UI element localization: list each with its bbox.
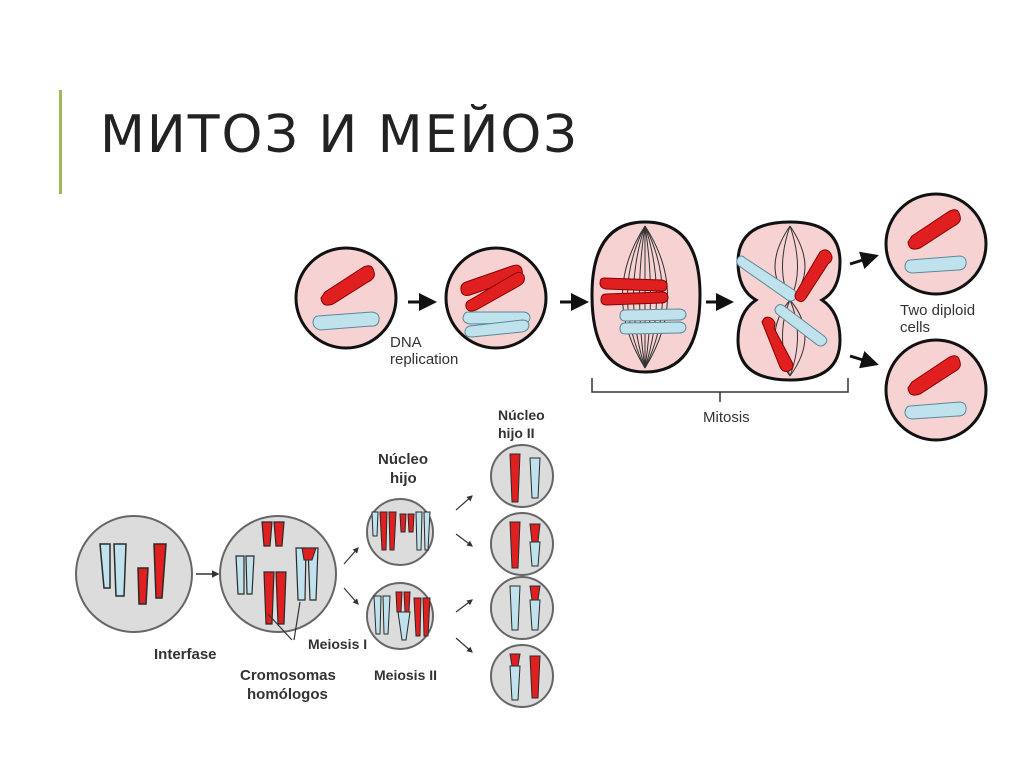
svg-text:cells: cells [900, 319, 930, 336]
mitosis-bracket [591, 378, 849, 402]
mitosis-daughter-cell-1 [884, 192, 988, 296]
svg-text:Cromosomas: Cromosomas [240, 667, 336, 684]
nucleo-hijo-label: Núcleo hijo [378, 451, 428, 487]
dna-replication-label: DNA replication [390, 334, 458, 368]
arrow-icon [455, 637, 473, 653]
title-accent-bar [59, 90, 62, 194]
arrow-icon [455, 599, 473, 613]
nucleo-hijo-ii-label: Núcleo hijo II [498, 407, 545, 441]
meiosis-ii-label: Meiosis II [374, 667, 437, 683]
mitosis-label: Mitosis [703, 409, 750, 426]
meiosis-ii-daughter-cell-2 [490, 512, 554, 576]
arrow-icon [455, 495, 473, 511]
arrow-icon [849, 251, 879, 270]
meiosis-i-daughter-cell-1 [366, 498, 434, 566]
svg-text:hijo II: hijo II [498, 425, 535, 441]
two-diploid-cells-label: Two diploid cells [900, 302, 975, 336]
mitosis-cell-replicated [444, 246, 548, 350]
svg-text:Núcleo: Núcleo [378, 451, 428, 468]
meiosis-ii-daughter-cell-1 [490, 444, 554, 508]
mitosis-daughter-cell-2 [884, 338, 988, 442]
svg-text:Two diploid: Two diploid [900, 302, 975, 319]
meiosis-i-label: Meiosis I [308, 636, 367, 652]
arrow-icon [455, 533, 473, 547]
homologous-pointer-lines [267, 601, 301, 641]
svg-text:homólogos: homólogos [247, 686, 328, 703]
svg-text:replication: replication [390, 351, 458, 368]
mitosis-cell-interphase [294, 246, 398, 350]
meiosis-i-daughter-cell-2 [366, 582, 434, 650]
slide-title: МИТОЗ И МЕЙОЗ [100, 105, 579, 165]
arrow-icon [849, 350, 879, 369]
meiosis-ii-daughter-cell-3 [490, 576, 554, 640]
svg-text:hijo: hijo [390, 470, 417, 487]
arrow-icon [343, 587, 359, 605]
mitosis-cell-anaphase [736, 220, 842, 382]
svg-text:Núcleo: Núcleo [498, 407, 545, 423]
svg-text:DNA: DNA [390, 334, 422, 351]
interfase-label: Interfase [154, 646, 217, 663]
meiosis-cell-interfase [75, 515, 193, 633]
meiosis-cell-replicated [219, 515, 337, 633]
arrow-icon [343, 547, 359, 565]
cromosomas-homologos-label: Cromosomas homólogos [240, 667, 336, 703]
mitosis-cell-metaphase [590, 220, 702, 374]
meiosis-ii-daughter-cell-4 [490, 644, 554, 708]
